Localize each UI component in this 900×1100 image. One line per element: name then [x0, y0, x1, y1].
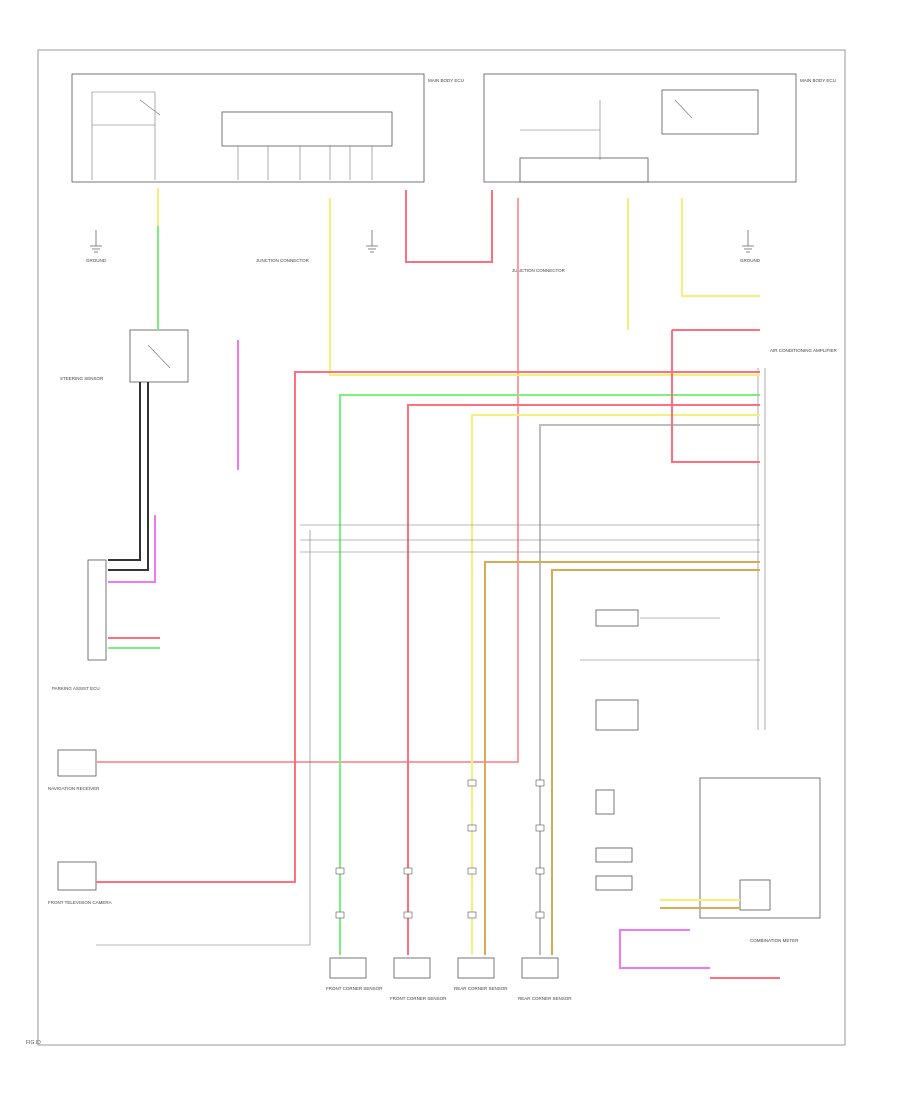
- sensor-rear-left-label: REAR CORNER SENSOR: [454, 986, 508, 991]
- sensor-front-right-label: FRONT CORNER SENSOR: [390, 996, 447, 1001]
- steering-sensor-label: STEERING SENSOR: [60, 376, 104, 381]
- combination-meter: COMBINATION METER: [699, 777, 821, 943]
- air-conditioning-amplifier: AIR CONDITIONING AMPLIFIER: [757, 348, 838, 730]
- wire-brown-sensor-2: [551, 569, 760, 955]
- sensor-connector-dots: [335, 779, 545, 919]
- wire-yellow-sensor: [471, 414, 760, 955]
- wire-black-left: [108, 382, 141, 561]
- front-camera-label: FRONT TELEVISION CAMERA: [48, 900, 112, 905]
- ground-right-label: GROUND: [740, 258, 761, 263]
- wire-yellow-right-2: [681, 198, 760, 297]
- sensor-rear-left: REAR CORNER SENSOR: [454, 957, 508, 991]
- wire-magenta-meter: [619, 929, 710, 969]
- wire-pink-right: [671, 330, 760, 463]
- steering-sensor: STEERING SENSOR: [60, 329, 189, 383]
- ground-left: GROUND: [86, 230, 107, 263]
- sensor-front-left: FRONT CORNER SENSOR: [326, 957, 383, 991]
- sensor-rear-right-label: REAR CORNER SENSOR: [518, 996, 572, 1001]
- wire-red-sensor: [407, 404, 760, 955]
- ground-right: GROUND: [740, 230, 761, 263]
- switch-right-1: [595, 609, 639, 891]
- ground-left-2: [366, 230, 378, 253]
- wire-brown-sensor: [484, 561, 760, 955]
- combination-meter-label: COMBINATION METER: [750, 938, 799, 943]
- parking-assist-ecu: PARKING ASSIST ECU: [52, 559, 107, 691]
- parking-assist-ecu-label: PARKING ASSIST ECU: [52, 686, 100, 691]
- wire-red-top: [405, 190, 493, 263]
- wire-green-sensor: [339, 394, 760, 955]
- body-ecu-right-label: MAIN BODY ECU: [800, 78, 836, 83]
- navigation-receiver: NAVIGATION RECEIVER: [48, 749, 100, 791]
- body-ecu-left: MAIN BODY ECU: [71, 73, 464, 183]
- sensor-rear-right: REAR CORNER SENSOR: [518, 957, 572, 1001]
- wire-red-camera: [96, 371, 760, 883]
- ground-left-label: GROUND: [86, 258, 107, 263]
- junction-right-label: JUNCTION CONNECTOR: [512, 268, 566, 273]
- wire-pink-nav: [96, 198, 519, 763]
- navigation-receiver-label: NAVIGATION RECEIVER: [48, 786, 100, 791]
- wire-yellow-330: [329, 198, 760, 376]
- air-conditioning-amplifier-label: AIR CONDITIONING AMPLIFIER: [770, 348, 838, 353]
- diagram-frame: [37, 49, 846, 1046]
- wire-magenta-lower: [108, 515, 156, 583]
- wire-gray-front-camera: [96, 530, 311, 946]
- sensor-front-right: FRONT CORNER SENSOR: [390, 957, 447, 1001]
- sensor-front-left-label: FRONT CORNER SENSOR: [326, 986, 383, 991]
- body-ecu-right: MAIN BODY ECU: [483, 73, 836, 183]
- wire-black-left-2: [108, 382, 149, 571]
- figure-code: FIG.ID: [26, 1040, 41, 1046]
- front-camera: FRONT TELEVISION CAMERA: [48, 861, 112, 905]
- wire-gray-sensor: [539, 424, 760, 955]
- junction-left-label: JUNCTION CONNECTOR: [256, 258, 310, 263]
- body-ecu-left-label: MAIN BODY ECU: [428, 78, 464, 83]
